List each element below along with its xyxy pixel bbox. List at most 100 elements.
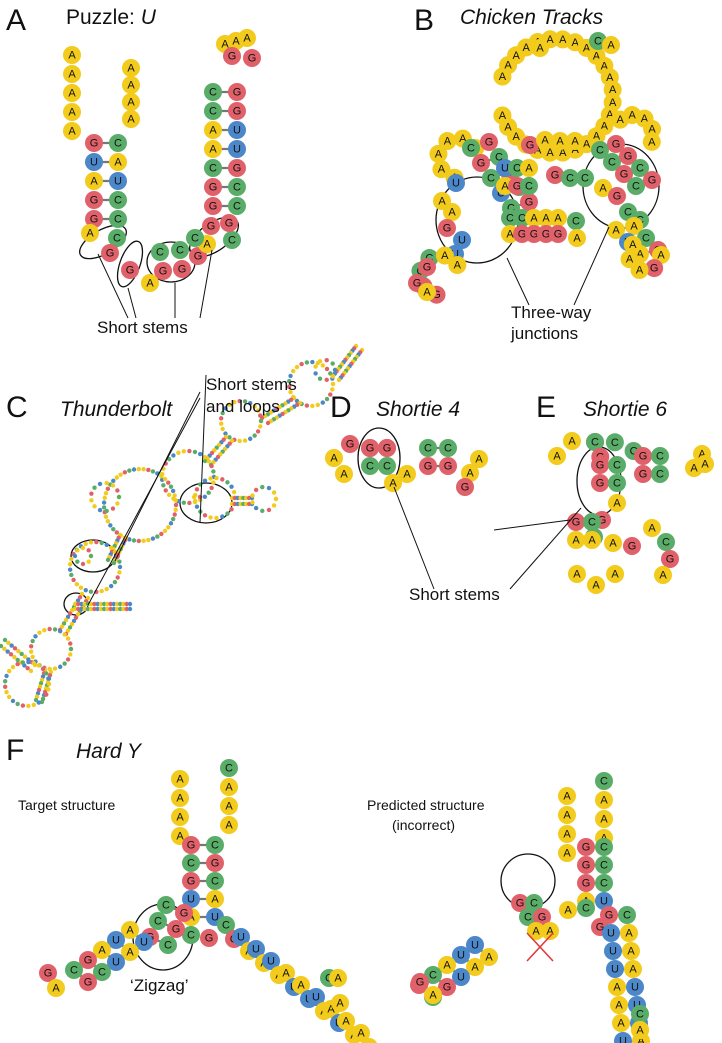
- nucleotide-letter: A: [612, 225, 620, 237]
- dot: [44, 692, 49, 697]
- nucleotide: A: [607, 221, 625, 239]
- dot: [105, 519, 111, 524]
- dot: [58, 664, 63, 669]
- nucleotide: A: [531, 39, 549, 57]
- nucleotide-letter: A: [504, 60, 512, 72]
- nucleotide-letter: A: [68, 107, 76, 119]
- nucleotide-circle: [65, 961, 83, 979]
- nucleotide: G: [85, 191, 103, 209]
- nucleotide-letter: G: [639, 469, 648, 481]
- dot: [248, 436, 253, 441]
- nucleotide-circle: [107, 953, 125, 971]
- dot: [9, 643, 14, 648]
- nucleotide: C: [204, 102, 222, 120]
- nucleotide-circle: [378, 439, 396, 457]
- dot: [220, 410, 225, 416]
- nucleotide-letter: U: [114, 176, 122, 188]
- nucleotide-letter: C: [506, 213, 514, 225]
- nucleotide: C: [605, 433, 624, 452]
- nucleotide-circle: [182, 890, 200, 908]
- nucleotide-circle: [141, 274, 159, 292]
- nucleotide: G: [608, 187, 626, 205]
- nucleotide-letter: A: [542, 213, 550, 225]
- nucleotide-circle: [443, 203, 461, 221]
- nucleotide: G: [39, 964, 57, 982]
- nucleotide-circle: [602, 36, 620, 54]
- nucleotide-letter: G: [477, 158, 486, 170]
- dot: [15, 701, 20, 707]
- nucleotide-letter: C: [524, 912, 532, 924]
- dot: [74, 581, 80, 587]
- dot: [220, 426, 225, 432]
- dot: [52, 666, 58, 671]
- nucleotide-letter: A: [389, 478, 397, 490]
- dot: [88, 606, 94, 612]
- nucleotide-circle: [624, 960, 642, 978]
- nucleotide: G: [480, 133, 498, 151]
- nucleotide-letter: C: [424, 443, 432, 455]
- nucleotide-letter: G: [513, 181, 522, 193]
- nucleotide-letter: A: [365, 1042, 373, 1043]
- dot: [299, 361, 304, 367]
- dot: [162, 528, 168, 534]
- nucleotide-letter: A: [626, 254, 634, 266]
- nucleotide-letter: G: [126, 265, 135, 277]
- nucleotide-circle: [93, 963, 111, 981]
- dot: [97, 481, 103, 487]
- nucleotide-circle: [63, 122, 81, 140]
- nucleotide-circle: [634, 465, 652, 483]
- dot: [155, 534, 160, 539]
- panel-letter-b: B: [414, 4, 434, 37]
- dot: [324, 377, 329, 383]
- nucleotide-circle: [122, 110, 140, 128]
- nucleotide-circle: [107, 931, 125, 949]
- predicted-structure-label-line2: (incorrect): [392, 817, 455, 833]
- nucleotide-circle: [583, 513, 601, 531]
- dot: [127, 606, 133, 612]
- dot: [105, 557, 111, 563]
- dot: [193, 498, 198, 504]
- nucleotide-letter: A: [553, 451, 561, 463]
- nucleotide: G: [607, 135, 625, 153]
- nucleotide-circle: [292, 976, 310, 994]
- nucleotide: G: [577, 874, 595, 892]
- nucleotide-letter: U: [458, 235, 466, 247]
- dot: [72, 553, 78, 559]
- nucleotide-letter: C: [630, 446, 638, 458]
- nucleotide: A: [620, 250, 639, 269]
- nucleotide-letter: A: [86, 228, 94, 240]
- nucleotide-circle: [577, 856, 595, 874]
- dot: [69, 572, 74, 578]
- nucleotide-letter: G: [432, 289, 441, 301]
- nucleotide-circle: [625, 217, 643, 235]
- nucleotide-circle: [121, 921, 139, 939]
- nucleotide-letter: G: [413, 278, 422, 290]
- nucleotide-letter: U: [631, 982, 639, 994]
- nucleotide: A: [122, 110, 140, 128]
- dot: [136, 538, 141, 544]
- nucleotide-circle: [591, 474, 609, 492]
- nucleotide-letter: A: [599, 183, 607, 195]
- nucleotide-circle: [63, 46, 81, 64]
- nucleotide: G: [85, 210, 103, 228]
- nucleotide-letter: C: [70, 965, 78, 977]
- nucleotide-letter: G: [598, 515, 607, 527]
- dot: [310, 403, 315, 409]
- dot: [194, 504, 200, 509]
- nucleotide-circle: [175, 904, 193, 922]
- nucleotide-letter: G: [209, 182, 218, 194]
- nucleotide-circle: [606, 960, 624, 978]
- nucleotide: C: [204, 83, 222, 101]
- nucleotide-circle: [109, 191, 127, 209]
- nucleotide: C: [109, 210, 127, 228]
- nucleotide: A: [631, 1021, 649, 1039]
- nucleotide-circle: [337, 1012, 355, 1030]
- nucleotide: G: [577, 856, 595, 874]
- dot: [206, 490, 211, 495]
- dot: [86, 559, 91, 564]
- nucleotide: A: [204, 140, 222, 158]
- nucleotide-circle: [577, 838, 595, 856]
- nucleotide: C: [651, 465, 669, 483]
- nucleotide-letter: C: [582, 903, 590, 915]
- nucleotide-letter: G: [383, 443, 392, 455]
